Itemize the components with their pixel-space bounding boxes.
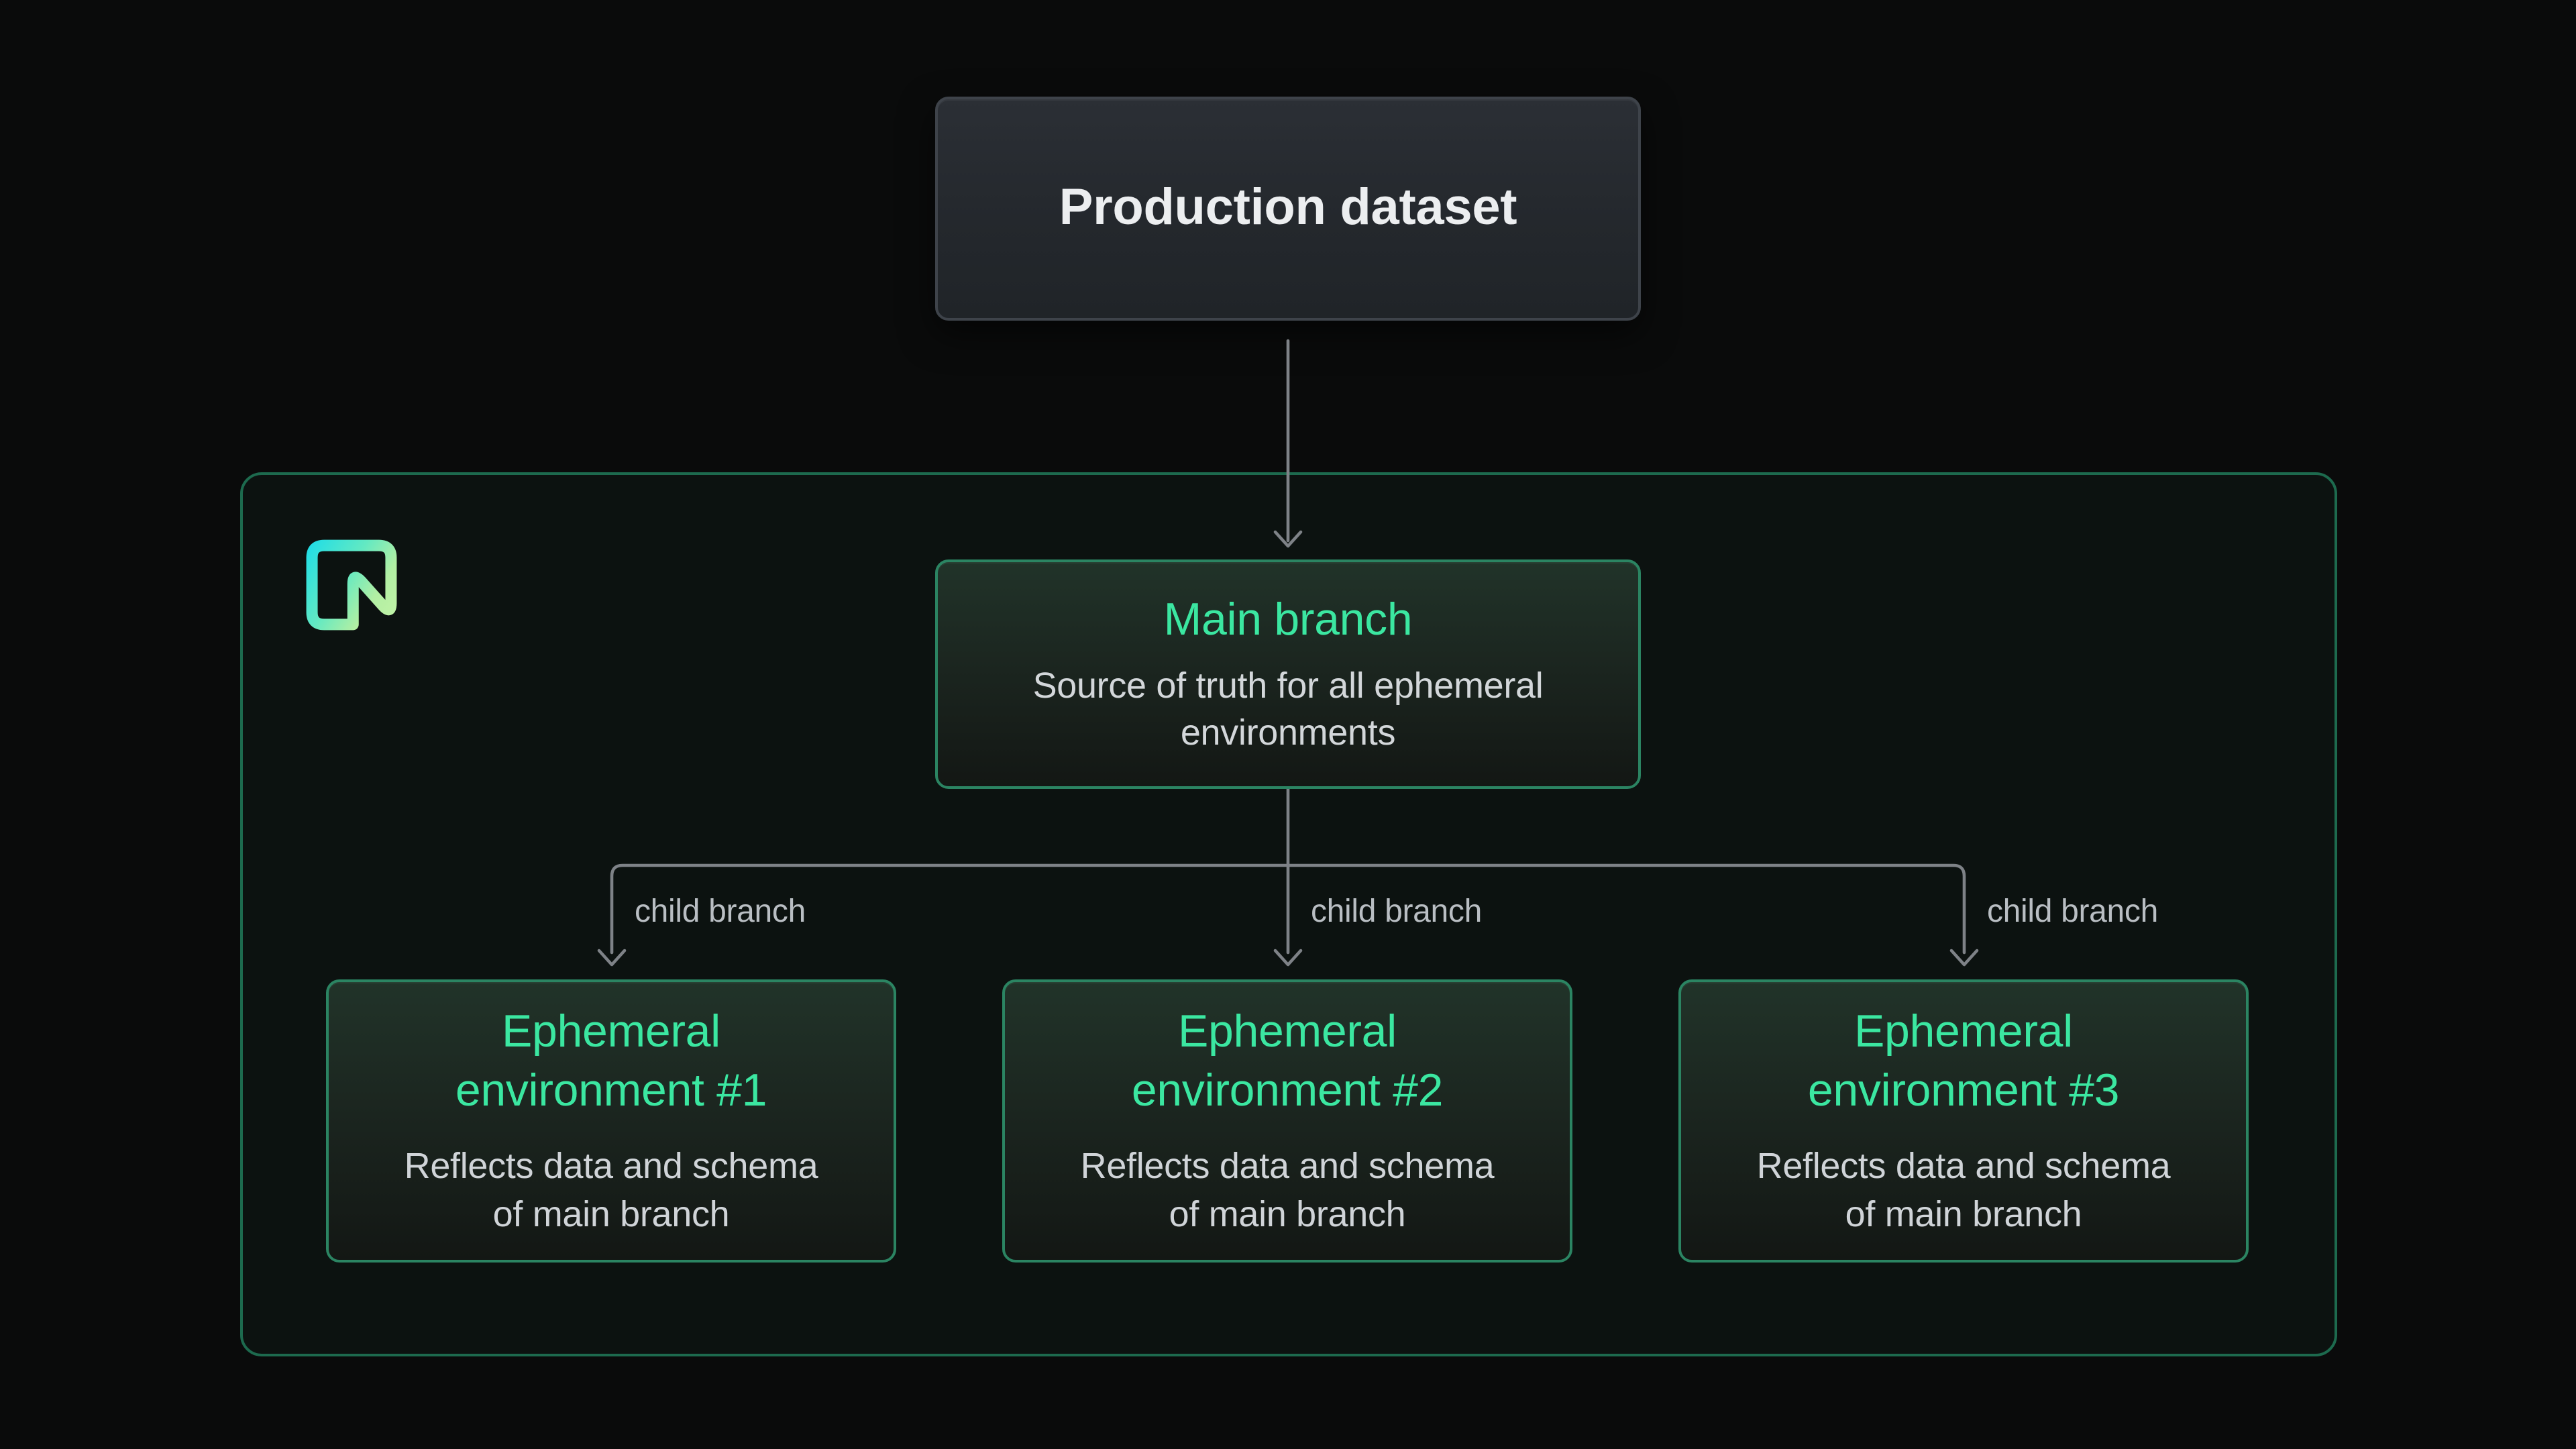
ephemeral-environment-3-title: Ephemeral environment #3 xyxy=(1807,1004,2120,1121)
production-dataset-node: Production dataset xyxy=(935,97,1641,321)
ephemeral-environment-3-title-line: environment #3 xyxy=(1807,1065,2120,1116)
ephemeral-environment-2-title-line: environment #2 xyxy=(1131,1065,1444,1116)
ephemeral-environment-3-body-line: of main branch xyxy=(1845,1193,2082,1234)
child-branch-label-1: child branch xyxy=(635,894,806,930)
ephemeral-environment-node-1: Ephemeral environment #1 Reflects data a… xyxy=(326,979,896,1263)
ephemeral-environment-2-body: Reflects data and schema of main branch xyxy=(1081,1144,1495,1238)
child-branch-label-3: child branch xyxy=(1987,894,2158,930)
production-dataset-title: Production dataset xyxy=(1059,180,1517,236)
main-branch-subtitle: Source of truth for all ephemeral enviro… xyxy=(1033,662,1544,756)
ephemeral-environment-3-body: Reflects data and schema of main branch xyxy=(1757,1144,2171,1238)
ephemeral-environment-node-2: Ephemeral environment #2 Reflects data a… xyxy=(1002,979,1572,1263)
main-branch-title: Main branch xyxy=(1163,594,1413,646)
main-branch-node: Main branch Source of truth for all ephe… xyxy=(935,559,1641,789)
neon-logo-path xyxy=(306,539,397,631)
ephemeral-environment-node-3: Ephemeral environment #3 Reflects data a… xyxy=(1678,979,2249,1263)
neon-logo-icon xyxy=(306,539,397,631)
ephemeral-environment-2-title: Ephemeral environment #2 xyxy=(1131,1004,1444,1121)
ephemeral-environment-1-body-line: of main branch xyxy=(492,1193,730,1234)
ephemeral-environment-1-title-line: Ephemeral xyxy=(502,1006,720,1058)
main-branch-subtitle-line: Source of truth for all ephemeral xyxy=(1032,665,1544,706)
main-branch-subtitle-line: environments xyxy=(1180,712,1396,753)
ephemeral-environment-1-title-line: environment #1 xyxy=(455,1065,767,1116)
child-branch-label-2: child branch xyxy=(1311,894,1482,930)
ephemeral-environment-1-body-line: Reflects data and schema xyxy=(404,1146,818,1187)
ephemeral-environment-1-title: Ephemeral environment #1 xyxy=(455,1004,767,1121)
ephemeral-environment-2-title-line: Ephemeral xyxy=(1178,1006,1397,1058)
ephemeral-environment-3-body-line: Reflects data and schema xyxy=(1756,1146,2171,1187)
ephemeral-environment-2-body-line: Reflects data and schema xyxy=(1080,1146,1495,1187)
ephemeral-environment-3-title-line: Ephemeral xyxy=(1854,1006,2073,1058)
ephemeral-environment-1-body: Reflects data and schema of main branch xyxy=(405,1144,818,1238)
ephemeral-environment-2-body-line: of main branch xyxy=(1169,1193,1406,1234)
